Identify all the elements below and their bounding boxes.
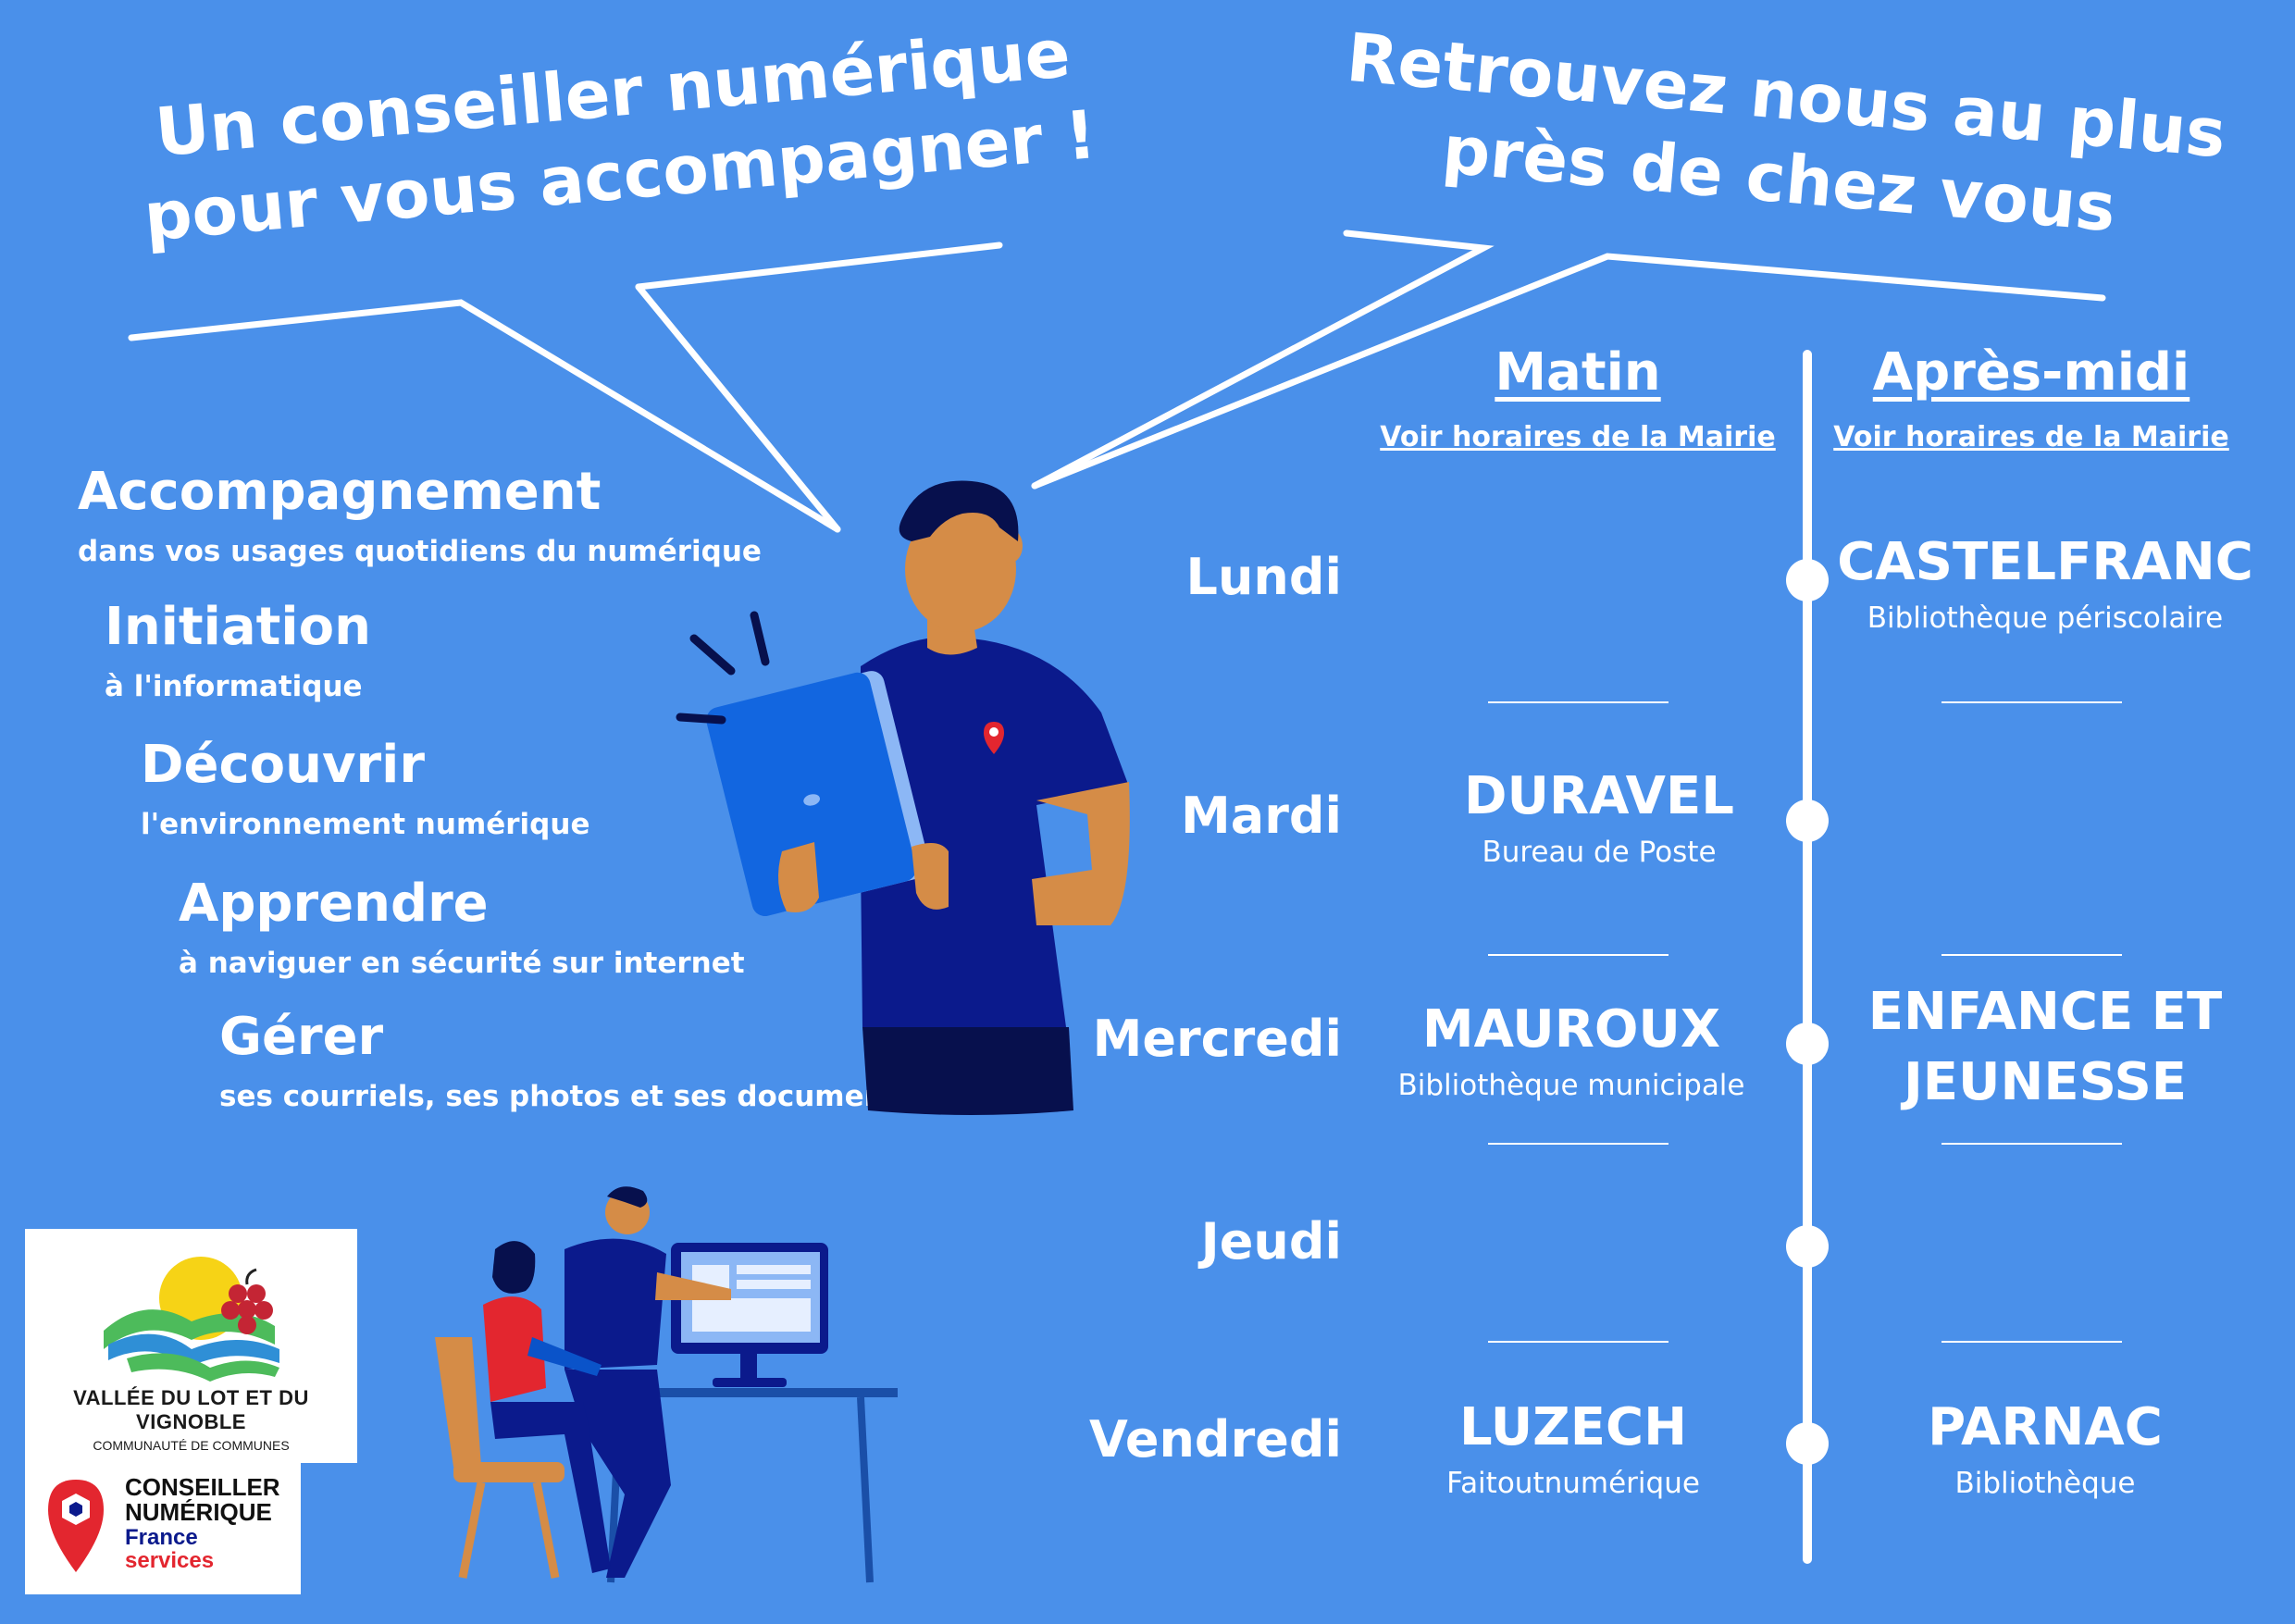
cn-line4: services [125, 1547, 215, 1573]
separator [1941, 1143, 2122, 1145]
service-title: Initiation [105, 597, 371, 657]
mairie-hours-link[interactable]: Voir horaires de la Mairie [1380, 421, 1776, 453]
map-pin-icon [48, 1480, 104, 1572]
entry-vendredi-afternoon: PARNAC Bibliothèque [1814, 1393, 2276, 1500]
cn-line2: NUMÉRIQUE [125, 1498, 272, 1527]
day-jeudi: Jeudi [1200, 1212, 1342, 1271]
entry-name-line2: JEUNESSE [1903, 1051, 2188, 1112]
service-title: Découvrir [141, 735, 425, 795]
column-header-afternoon: Après-midi Voir horaires de la Mairie [1814, 342, 2249, 453]
vallee-du-lot-logo: VALLÉE DU LOT ET DU VIGNOBLE COMMUNAUTÉ … [25, 1229, 357, 1463]
separator [1941, 701, 2122, 703]
conseiller-numerique-logo: CONSEILLER NUMÉRIQUE France services [25, 1462, 301, 1594]
entry-mercredi-afternoon: ENFANCE ET JEUNESSE [1814, 977, 2276, 1117]
service-initiation: Initiation à l'informatique [105, 597, 371, 704]
bubble-right-tail-1 [1031, 229, 1495, 490]
entry-name: PARNAC [1928, 1397, 2163, 1457]
service-title: Gérer [219, 1007, 384, 1067]
entry-name-line1: ENFANCE ET [1867, 982, 2223, 1042]
bubble-left-tail-2 [635, 283, 841, 533]
separator [1488, 1341, 1669, 1343]
mairie-hours-link[interactable]: Voir horaires de la Mairie [1833, 421, 2229, 453]
timeline-dot [1786, 1422, 1829, 1465]
vallee-du-lot-emblem [104, 1257, 279, 1382]
entry-name: MAUROUX [1421, 999, 1721, 1060]
day-vendredi: Vendredi [1089, 1410, 1342, 1469]
vallee-name: VALLÉE DU LOT ET DU VIGNOBLE [73, 1386, 309, 1433]
day-mardi: Mardi [1181, 787, 1342, 845]
timeline-dot [1786, 559, 1829, 601]
service-subtitle: à naviguer en sécurité sur internet [179, 947, 745, 981]
separator [1941, 954, 2122, 956]
day-mercredi: Mercredi [1092, 1010, 1342, 1068]
separator [1488, 954, 1669, 956]
cn-line1: CONSEILLER [125, 1473, 280, 1501]
entry-mardi-morning: DURAVEL Bureau de Poste [1368, 762, 1830, 869]
column-title: Matin [1495, 342, 1661, 403]
service-title: Accompagnement [78, 462, 602, 522]
day-lundi: Lundi [1185, 548, 1342, 606]
entry-name: LUZECH [1459, 1397, 1687, 1457]
desk-illustration [435, 1186, 898, 1583]
bubble-left-underline [635, 242, 1003, 291]
service-accompagnement: Accompagnement dans vos usages quotidien… [78, 462, 762, 569]
separator [1488, 701, 1669, 703]
separator [1488, 1143, 1669, 1145]
timeline-dot [1786, 800, 1829, 842]
entry-place: Bibliothèque municipale [1397, 1068, 1745, 1102]
service-subtitle: dans vos usages quotidiens du numérique [78, 535, 762, 569]
vallee-subtitle: COMMUNAUTÉ DE COMMUNES [93, 1438, 290, 1453]
entry-mercredi-morning: MAUROUX Bibliothèque municipale [1340, 995, 1803, 1102]
entry-lundi-afternoon: CASTELFRANC Bibliothèque périscolaire [1814, 527, 2276, 635]
service-gerer: Gérer ses courriels, ses photos et ses d… [219, 1007, 915, 1114]
service-apprendre: Apprendre à naviguer en sécurité sur int… [179, 874, 745, 980]
entry-place: Bibliothèque périscolaire [1867, 601, 2224, 635]
timeline-dot [1786, 1023, 1829, 1065]
timeline-bar [1803, 350, 1812, 1564]
service-decouvrir: Découvrir l'environnement numérique [141, 735, 590, 842]
service-subtitle: ses courriels, ses photos et ses documen… [219, 1080, 915, 1114]
cn-text: CONSEILLER NUMÉRIQUE France services [125, 1473, 280, 1573]
service-subtitle: l'environnement numérique [141, 808, 590, 842]
column-header-morning: Matin Voir horaires de la Mairie [1360, 342, 1795, 453]
entry-place: Bibliothèque [1954, 1466, 2136, 1500]
service-subtitle: à l'informatique [105, 670, 363, 704]
bubble-right-tail-2 [1031, 253, 2106, 490]
entry-vendredi-morning: LUZECH Faitoutnumérique [1342, 1393, 1805, 1500]
cn-line3: France [125, 1524, 198, 1550]
entry-name: CASTELFRANC [1837, 532, 2253, 592]
timeline-dot [1786, 1225, 1829, 1268]
separator [1941, 1341, 2122, 1343]
bubble-left-tail-1 [128, 299, 841, 533]
advisor-illustration [676, 480, 1130, 1115]
service-title: Apprendre [179, 874, 489, 934]
entry-place: Bureau de Poste [1482, 835, 1717, 869]
entry-name: DURAVEL [1464, 766, 1734, 826]
entry-place: Faitoutnumérique [1446, 1466, 1700, 1500]
column-title: Après-midi [1872, 342, 2190, 403]
